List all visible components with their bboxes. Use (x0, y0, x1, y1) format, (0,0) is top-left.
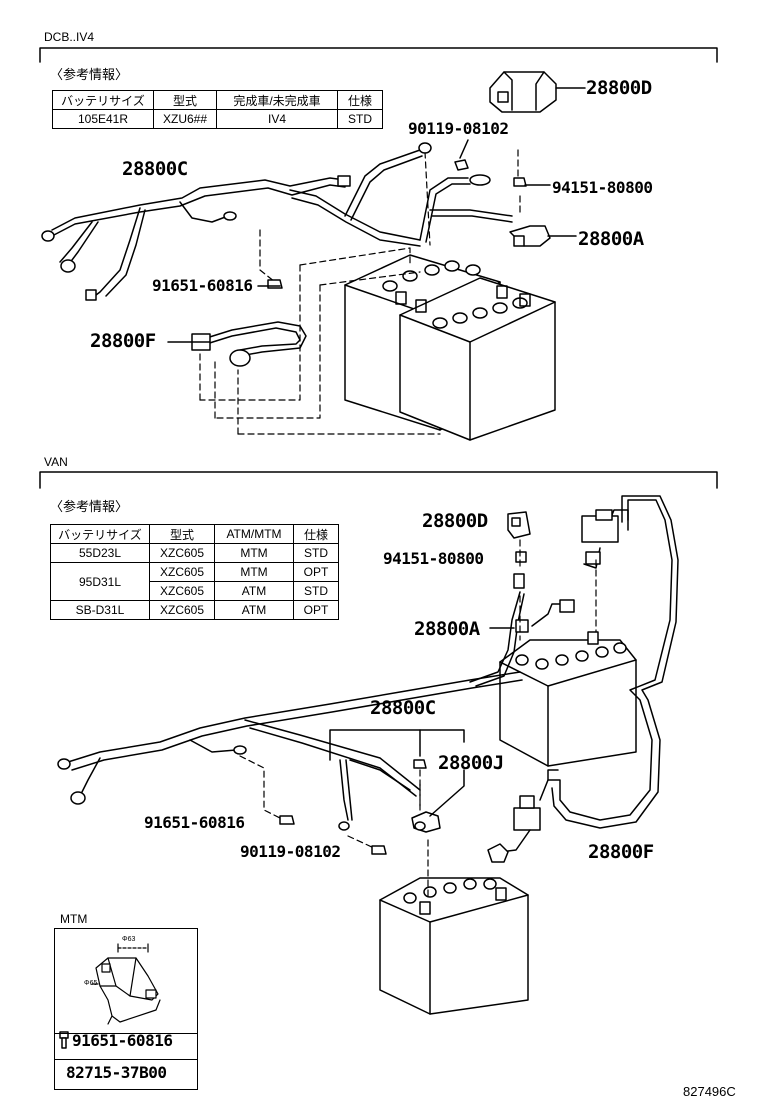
top-section-bracket (39, 47, 718, 63)
bottom-spec-table: バッテリサイズ 型式 ATM/MTM 仕様 55D23L XZC605 MTM … (50, 524, 339, 620)
table-cell: XZC605 (149, 600, 215, 620)
inset-bolt-part: 91651-60816 (72, 1031, 173, 1050)
table-cell: 95D31L (50, 562, 150, 601)
col-header: 完成車/未完成車 (216, 90, 338, 110)
bottom-section-bracket (39, 471, 718, 489)
col-header: 型式 (153, 90, 217, 110)
table-row: SB-D31L XZC605 ATM OPT (50, 600, 339, 620)
bottom-terminal-28800J (411, 811, 441, 833)
col-header: 型式 (149, 524, 215, 544)
table-cell: XZU6## (153, 109, 217, 129)
top-dashed-guides (199, 149, 521, 435)
top-cable-28800F (191, 321, 307, 367)
table-row: XZC605 ATM STD (51, 581, 339, 601)
bottom-cover-28800D (507, 511, 531, 539)
table-cell: MTM (214, 543, 294, 563)
inset-bracket-part: 82715-37B00 (66, 1063, 167, 1082)
table-row: 105E41R XZU6## IV4 STD (52, 109, 383, 129)
top-cover-28800D (489, 71, 557, 113)
label-top-28800F: 28800F (90, 330, 156, 352)
table-cell: OPT (293, 600, 339, 620)
table-cell: STD (293, 581, 339, 601)
top-section-title: DCB..IV4 (44, 30, 95, 44)
table-cell: 55D23L (50, 543, 150, 563)
table-cell: MTM (214, 562, 294, 582)
label-bottom-90119-08102: 90119-08102 (240, 842, 341, 861)
label-bottom-94151-80800: 94151-80800 (383, 549, 484, 568)
bottom-right-battery (499, 631, 637, 767)
label-bottom-28800C: 28800C (370, 697, 436, 719)
bottom-ref-info-label: 〈参考情報〉 (50, 499, 129, 514)
inset-mtm-box (54, 928, 198, 1090)
top-harness-28800C (41, 142, 513, 301)
label-bottom-28800J: 28800J (438, 752, 504, 774)
table-cell: IV4 (216, 109, 338, 129)
table-cell: SB-D31L (50, 600, 150, 620)
label-top-91651-60816: 91651-60816 (152, 276, 253, 295)
bottom-lower-battery (379, 877, 529, 1015)
table-row: 55D23L XZC605 MTM STD (50, 543, 339, 563)
table-header-row: バッテリサイズ 型式 完成車/未完成車 仕様 (52, 90, 383, 110)
figure-number: 827496C (683, 1084, 736, 1099)
table-cell: XZC605 (149, 543, 215, 563)
bottom-harness-28800C (57, 573, 575, 831)
table-header-row: バッテリサイズ 型式 ATM/MTM 仕様 (50, 524, 339, 544)
label-bottom-28800A: 28800A (414, 618, 480, 640)
table-cell: STD (337, 109, 383, 129)
table-cell: OPT (293, 562, 339, 582)
table-cell: 105E41R (52, 109, 154, 129)
table-cell: STD (293, 543, 339, 563)
label-top-28800C: 28800C (122, 158, 188, 180)
label-top-28800D: 28800D (586, 77, 652, 99)
inset-divider (55, 1059, 197, 1060)
label-top-94151-80800: 94151-80800 (552, 178, 653, 197)
top-ref-info-label: 〈参考情報〉 (50, 67, 129, 82)
col-header: バッテリサイズ (50, 524, 150, 544)
label-top-90119-08102: 90119-08102 (408, 119, 509, 138)
inset-dim-a: Φ63 (122, 936, 136, 943)
inset-dim-b: Φ65 (84, 980, 98, 987)
table-row: 95D31L XZC605 MTM OPT (50, 562, 339, 601)
table-cell: ATM (214, 581, 294, 601)
col-header: 仕様 (337, 90, 383, 110)
label-bottom-28800D: 28800D (422, 510, 488, 532)
bottom-cable-28800F (487, 495, 679, 863)
col-header: ATM/MTM (214, 524, 294, 544)
inset-bracket-drawing (91, 943, 161, 1025)
table-cell: XZC605 (149, 581, 215, 601)
label-bottom-91651-60816: 91651-60816 (144, 813, 245, 832)
inset-divider (55, 1033, 197, 1034)
top-terminal-28800A (509, 225, 551, 247)
col-header: バッテリサイズ (52, 90, 154, 110)
table-cell: XZC605 (149, 562, 215, 582)
bottom-section-title: VAN (44, 455, 68, 469)
top-spec-table: バッテリサイズ 型式 完成車/未完成車 仕様 105E41R XZU6## IV… (52, 90, 383, 129)
top-battery-pair (344, 254, 556, 441)
inset-bolt-icon (59, 1031, 69, 1049)
col-header: 仕様 (293, 524, 339, 544)
label-bottom-28800F: 28800F (588, 841, 654, 863)
inset-title: MTM (60, 912, 88, 926)
label-top-28800A: 28800A (578, 228, 644, 250)
table-cell: ATM (214, 600, 294, 620)
